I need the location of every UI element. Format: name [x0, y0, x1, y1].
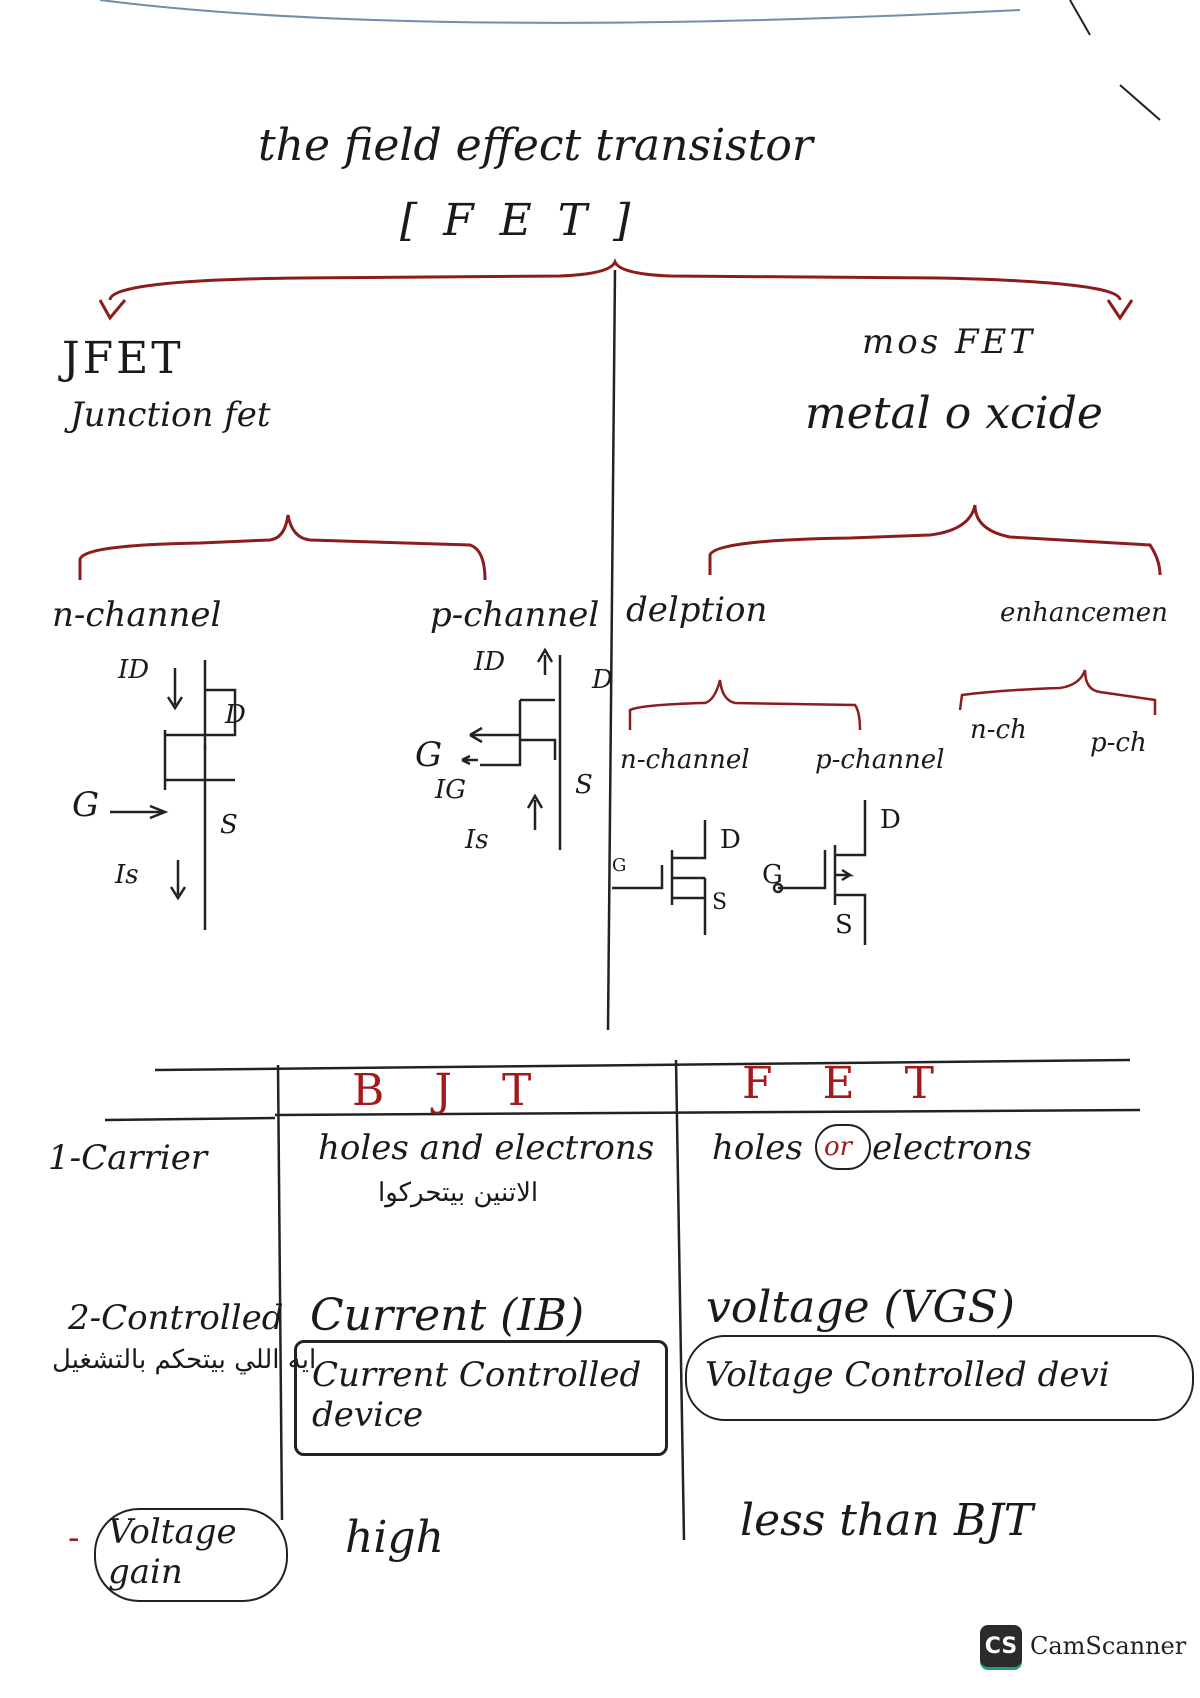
- jfet-n-d-label: D: [225, 700, 246, 730]
- row-controlled-fet-box: Voltage Controlled devi: [705, 1355, 1110, 1395]
- title-line-2: [ F E T ]: [400, 195, 637, 246]
- fet-controlled-bubble: [685, 1335, 1194, 1421]
- dep-n-s-label: S: [712, 890, 728, 915]
- row-controlled-fet: voltage (VGS): [706, 1282, 1015, 1333]
- gain-bubble: [94, 1508, 288, 1602]
- mosfet-enhancement-label: enhancemen: [1000, 598, 1168, 628]
- jfet-n-s-label: S: [220, 810, 238, 840]
- camscanner-watermark: CS CamScanner: [980, 1625, 1186, 1667]
- jfet-n-id-label: ID: [118, 655, 150, 685]
- row-gain-prefix: -: [68, 1518, 80, 1558]
- row-gain-fet: less than BJT: [740, 1495, 1034, 1546]
- camscanner-logo-icon: CS: [980, 1625, 1022, 1667]
- jfet-full-name: Junction fet: [70, 395, 271, 435]
- jfet-p-d-label: D: [592, 665, 613, 695]
- dep-n-g-label: G: [612, 855, 627, 876]
- dep-p-g-label: G: [762, 860, 783, 890]
- row-controlled-note: ايه اللي بيتحكم بالتشغيل: [52, 1345, 317, 1375]
- jfet-p-g-label: G: [415, 735, 443, 775]
- row-carrier-fet-or: or: [824, 1132, 853, 1162]
- table-header-fet: F E T: [742, 1058, 952, 1109]
- jfet-n-channel-label: n-channel: [52, 595, 222, 635]
- jfet-name: JFET: [62, 333, 184, 384]
- or-circle: [815, 1124, 871, 1170]
- row-carrier-label: 1-Carrier: [48, 1138, 208, 1178]
- dep-p-s-label: S: [835, 910, 853, 940]
- mosfet-name: mos FET: [862, 322, 1036, 362]
- jfet-p-ig-label: IG: [435, 775, 467, 805]
- jfet-n-g-label: G: [72, 785, 100, 825]
- row-gain-bjt: high: [345, 1512, 444, 1563]
- jfet-n-is-label: Is: [115, 860, 139, 890]
- enh-n-ch-label: n-ch: [970, 715, 1027, 745]
- table-header-bjt: B J T: [352, 1065, 550, 1116]
- jfet-p-s-label: S: [575, 770, 593, 800]
- bjt-controlled-box: [294, 1340, 668, 1456]
- jfet-p-channel-label: p-channel: [430, 595, 600, 635]
- dep-p-channel-label: p-channel: [815, 745, 945, 775]
- dep-n-channel-label: n-channel: [620, 745, 750, 775]
- row-carrier-bjt: holes and electrons: [318, 1128, 655, 1168]
- camscanner-name: CamScanner: [1030, 1632, 1187, 1660]
- row-controlled-bjt-box: Current Controlled device: [312, 1355, 642, 1435]
- dep-n-d-label: D: [720, 825, 741, 855]
- jfet-p-id-label: ID: [474, 647, 506, 677]
- row-controlled-label: 2-Controlled: [68, 1298, 284, 1338]
- jfet-p-is-label: Is: [465, 825, 489, 855]
- title-line-1: the field effect transistor: [258, 120, 813, 171]
- row-carrier-fet: holes: [712, 1128, 803, 1168]
- row-gain-label: Voltage gain: [108, 1512, 237, 1592]
- enh-p-ch-label: p-ch: [1090, 728, 1147, 758]
- dep-p-d-label: D: [880, 805, 901, 835]
- row-carrier-fet-end: electrons: [872, 1128, 1032, 1168]
- mosfet-depletion-label: delption: [626, 590, 768, 630]
- row-controlled-bjt: Current (IB): [310, 1290, 585, 1341]
- row-carrier-bjt-note: الاتنين بيتحركوا: [378, 1178, 539, 1208]
- mosfet-full-name: metal o xcide: [805, 388, 1103, 439]
